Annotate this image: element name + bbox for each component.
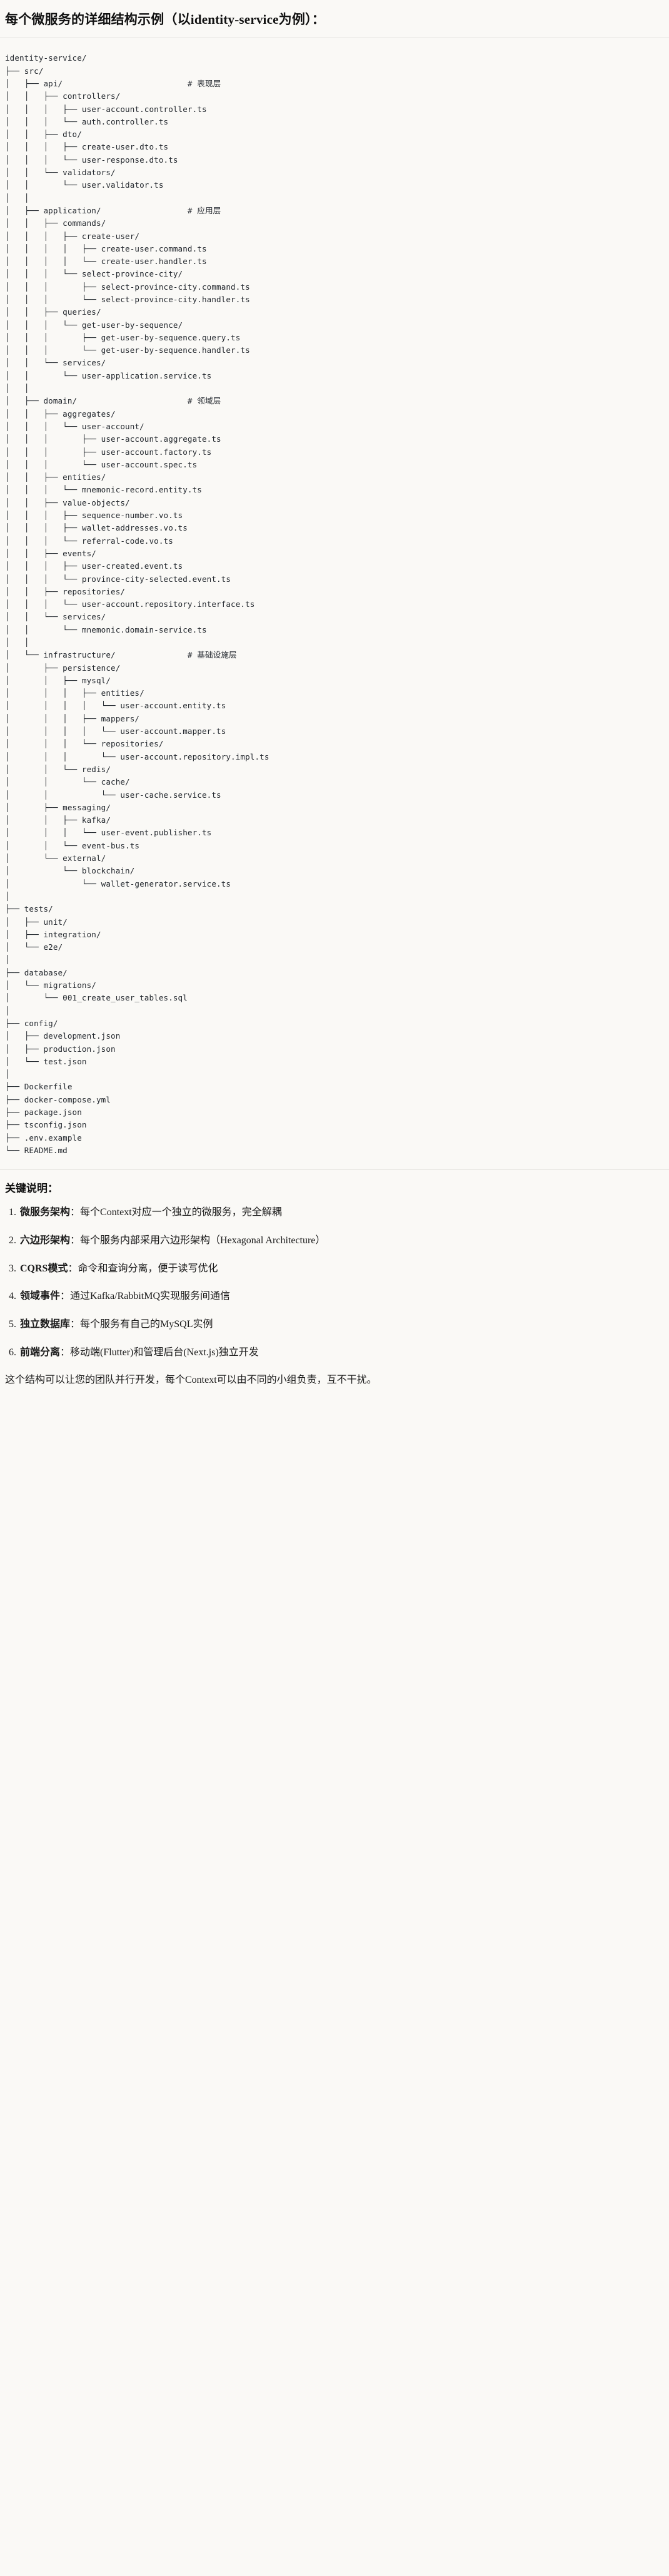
key-note-item: 六边形架构：每个服务内部采用六边形架构（Hexagonal Architectu…	[19, 1233, 664, 1249]
key-note-term: 独立数据库	[20, 1319, 71, 1330]
key-note-term: CQRS模式	[20, 1263, 68, 1274]
closing-paragraph: 这个结构可以让您的团队并行开发，每个Context可以由不同的小组负责，互不干扰…	[5, 1374, 377, 1385]
key-note-description: 通过Kafka/RabbitMQ实现服务间通信	[70, 1291, 231, 1302]
key-note-separator: ：	[68, 1263, 78, 1274]
key-note-separator: ：	[70, 1235, 81, 1246]
key-note-separator: ：	[60, 1347, 71, 1358]
key-note-separator: ：	[70, 1206, 81, 1218]
key-note-description: 命令和查询分离，便于读写优化	[78, 1263, 218, 1274]
key-note-item: 前端分离：移动端(Flutter)和管理后台(Next.js)独立开发	[19, 1345, 664, 1361]
key-note-item: 领域事件：通过Kafka/RabbitMQ实现服务间通信	[19, 1289, 664, 1305]
key-note-separator: ：	[60, 1291, 71, 1302]
key-note-description: 移动端(Flutter)和管理后台(Next.js)独立开发	[70, 1347, 259, 1358]
key-note-item: 微服务架构：每个Context对应一个独立的微服务，完全解耦	[19, 1205, 664, 1221]
key-note-term: 前端分离	[20, 1347, 61, 1358]
key-note-term: 微服务架构	[20, 1206, 71, 1218]
key-note-description: 每个服务有自己的MySQL实例	[80, 1319, 213, 1330]
divider-bottom	[0, 1169, 669, 1171]
key-note-item: CQRS模式：命令和查询分离，便于读写优化	[19, 1261, 664, 1277]
key-note-description: 每个Context对应一个独立的微服务，完全解耦	[80, 1206, 282, 1218]
key-notes-block: 关键说明： 微服务架构：每个Context对应一个独立的微服务，完全解耦六边形架…	[0, 1170, 669, 1403]
directory-tree-block: identity-service/ ├── src/ │ ├── api/ # …	[0, 38, 669, 1169]
directory-tree: identity-service/ ├── src/ │ ├── api/ # …	[5, 53, 269, 1155]
document-page: 每个微服务的详细结构示例（以identity-service为例）： ident…	[0, 0, 669, 1403]
key-note-separator: ：	[70, 1319, 81, 1330]
key-note-item: 独立数据库：每个服务有自己的MySQL实例	[19, 1317, 664, 1333]
page-title: 每个微服务的详细结构示例（以identity-service为例）：	[5, 12, 325, 27]
key-note-term: 六边形架构	[20, 1235, 71, 1246]
key-note-term: 领域事件	[20, 1291, 61, 1302]
key-notes-heading: 关键说明：	[5, 1183, 58, 1195]
key-note-description: 每个服务内部采用六边形架构（Hexagonal Architecture）	[80, 1235, 326, 1246]
key-notes-list: 微服务架构：每个Context对应一个独立的微服务，完全解耦六边形架构：每个服务…	[5, 1205, 664, 1361]
